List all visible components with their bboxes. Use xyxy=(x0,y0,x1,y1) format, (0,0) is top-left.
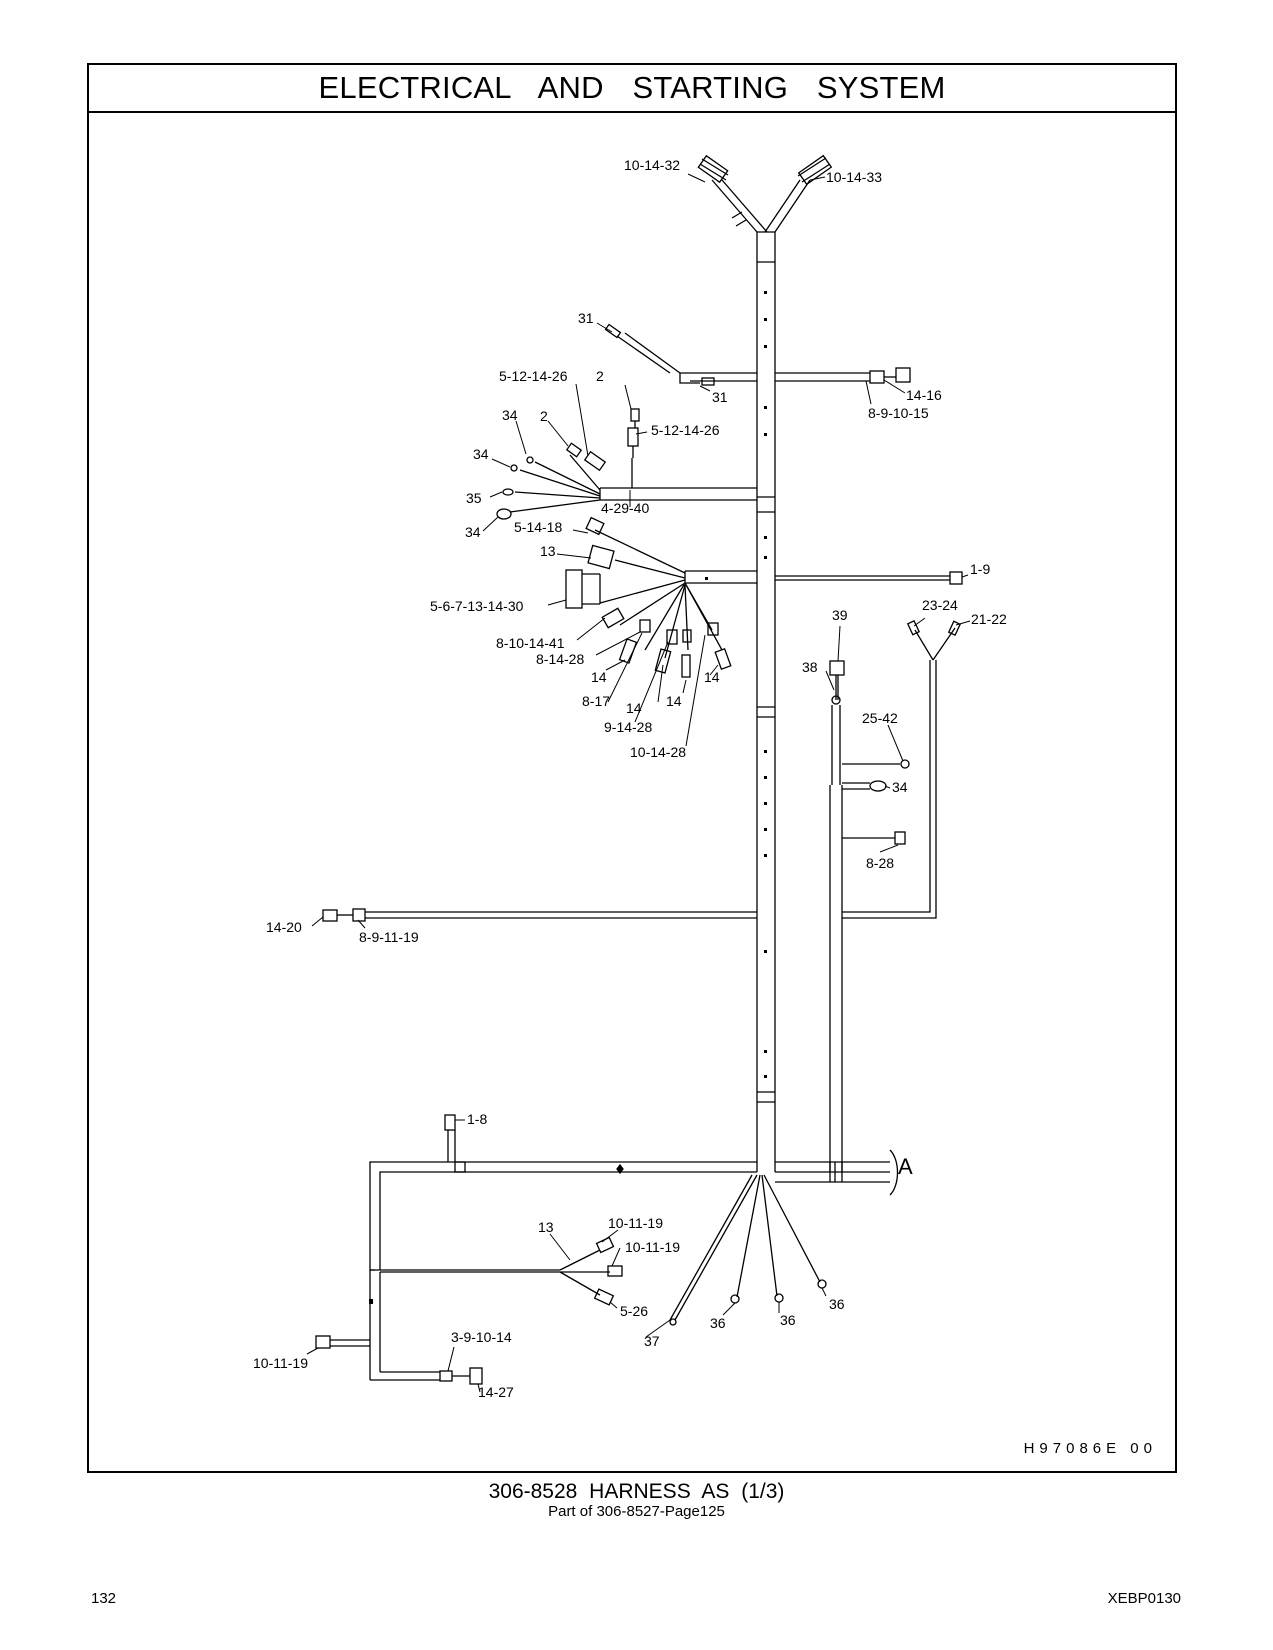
callout-label: 4-29-40 xyxy=(601,500,649,516)
callout-label: 8-9-10-15 xyxy=(868,405,929,421)
callout-label: 39 xyxy=(832,607,848,623)
figure-subcaption: Part of 306-8527-Page125 xyxy=(548,1503,725,1520)
page-title: ELECTRICAL AND STARTING SYSTEM xyxy=(318,70,946,105)
callout-label: 13 xyxy=(538,1219,554,1235)
callout-label: 21-22 xyxy=(971,611,1007,627)
callout-label: 13 xyxy=(540,543,556,559)
callout-label: 5-12-14-26 xyxy=(651,422,720,438)
callout-label: 34 xyxy=(473,446,489,462)
callout-label: 14-16 xyxy=(906,387,942,403)
callout-label: 9-14-28 xyxy=(604,719,652,735)
callout-label: 10-11-19 xyxy=(625,1239,680,1255)
callout-label: 34 xyxy=(465,524,481,540)
callout-label: 8-9-11-19 xyxy=(359,929,419,945)
drawing-code: H97086E 00 xyxy=(1023,1440,1157,1457)
callout-labels: 10-14-32 10-14-33 31 31 5-12-14-26 2 14-… xyxy=(253,157,1007,1400)
callout-label: 36 xyxy=(780,1312,796,1328)
callout-label: 14 xyxy=(666,693,682,709)
branch-right-sub xyxy=(829,660,910,1172)
callout-label: 14-27 xyxy=(478,1384,514,1400)
branch-upper-left xyxy=(496,408,757,520)
page-number: 132 xyxy=(91,1590,117,1607)
callout-label: 35 xyxy=(466,490,482,506)
title-bar: ELECTRICAL AND STARTING SYSTEM xyxy=(89,65,1175,113)
callout-label: 5-26 xyxy=(620,1303,648,1319)
branch-lower-left xyxy=(565,516,757,678)
callout-label: 10-14-32 xyxy=(624,157,680,173)
figure-caption: 306-8528 HARNESS AS (1/3) xyxy=(488,1480,785,1503)
callout-label: 25-42 xyxy=(862,710,898,726)
callout-label: 38 xyxy=(802,659,818,675)
callout-label: 10-14-33 xyxy=(826,169,882,185)
callout-label: 1-9 xyxy=(970,561,990,577)
callout-label: 8-10-14-41 xyxy=(496,635,565,651)
branch-lower-left-conns xyxy=(315,1236,623,1385)
callout-label: 10-14-28 xyxy=(630,744,686,760)
callout-label: 14 xyxy=(591,669,607,685)
branch-1-9 xyxy=(775,571,963,585)
top-y-branch xyxy=(697,154,833,233)
callout-label: 1-8 xyxy=(467,1111,487,1127)
callout-label: 8-28 xyxy=(866,855,894,871)
callout-label: 34 xyxy=(502,407,518,423)
callout-label: 14-20 xyxy=(266,919,302,935)
callout-label: 5-6-7-13-14-30 xyxy=(430,598,524,614)
callout-label: 2 xyxy=(596,368,604,384)
callout-label: 5-14-18 xyxy=(514,519,562,535)
main-trunk xyxy=(756,231,776,1172)
callout-label: 37 xyxy=(644,1333,660,1349)
callout-label: 5-12-14-26 xyxy=(499,368,568,384)
leader-lines xyxy=(306,173,971,1393)
callout-label: 10-11-19 xyxy=(608,1215,663,1231)
branch-right-loop xyxy=(842,620,962,919)
callout-label: 36 xyxy=(829,1296,845,1312)
callout-label: 31 xyxy=(712,389,728,405)
callout-label: 10-11-19 xyxy=(253,1355,308,1371)
branch-bottom-fan xyxy=(669,1174,827,1326)
callout-label: 14 xyxy=(626,700,642,716)
callout-label: 23-24 xyxy=(922,597,958,613)
callout-label: 8-17 xyxy=(582,693,610,709)
callout-label: 36 xyxy=(710,1315,726,1331)
callout-label: 3-9-10-14 xyxy=(451,1329,512,1345)
branch-31 xyxy=(604,323,911,386)
branch-left-long xyxy=(322,908,757,922)
callout-label: 8-14-28 xyxy=(536,651,584,667)
document-code: XEBP0130 xyxy=(1107,1590,1181,1607)
section-marker-a: A xyxy=(898,1154,913,1179)
callout-label: 2 xyxy=(540,408,548,424)
diagram-frame: ELECTRICAL AND STARTING SYSTEM H97086E 0… xyxy=(87,63,1177,1473)
callout-label: 14 xyxy=(704,669,720,685)
callout-label: 31 xyxy=(578,310,594,326)
callout-label: 34 xyxy=(892,779,908,795)
